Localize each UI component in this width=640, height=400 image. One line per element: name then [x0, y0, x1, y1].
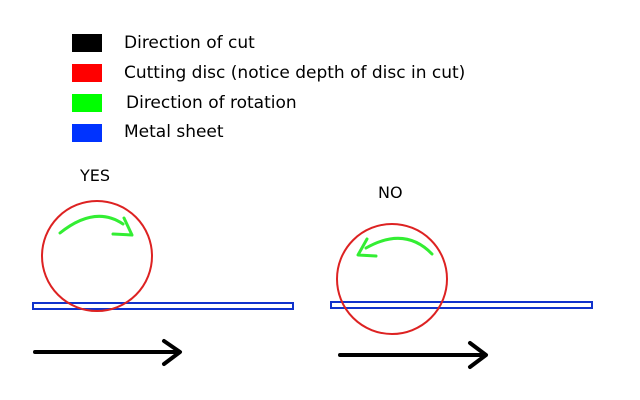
legend-swatch-direction-of-cut — [72, 34, 102, 52]
cut-direction-arrowhead-yes — [162, 339, 182, 366]
metal-sheet-no — [330, 301, 593, 309]
legend-label-metal-sheet: Metal sheet — [124, 122, 224, 142]
panel-yes — [32, 200, 294, 366]
legend-label-cutting-disc: Cutting disc (notice depth of disc in cu… — [124, 63, 466, 83]
legend-label-direction-of-rotation: Direction of rotation — [126, 93, 297, 113]
rotation-arrowhead-yes — [111, 216, 134, 237]
panel-label-yes: YES — [80, 166, 111, 185]
cutting-disc-no — [336, 223, 448, 335]
rotation-arrow-yes — [58, 214, 125, 235]
metal-sheet-yes — [32, 302, 294, 310]
cut-direction-arrowhead-no — [468, 341, 488, 369]
cutting-disc-yes — [41, 200, 153, 312]
panel-no — [330, 223, 593, 369]
legend-swatch-cutting-disc — [72, 64, 102, 82]
legend-label-direction-of-cut: Direction of cut — [124, 33, 255, 53]
panel-label-no: NO — [378, 183, 403, 202]
legend-swatch-direction-of-rotation — [72, 94, 102, 112]
legend-swatch-metal-sheet — [72, 124, 102, 142]
rotation-arrowhead-no — [356, 237, 378, 258]
rotation-arrow-no — [364, 236, 434, 256]
